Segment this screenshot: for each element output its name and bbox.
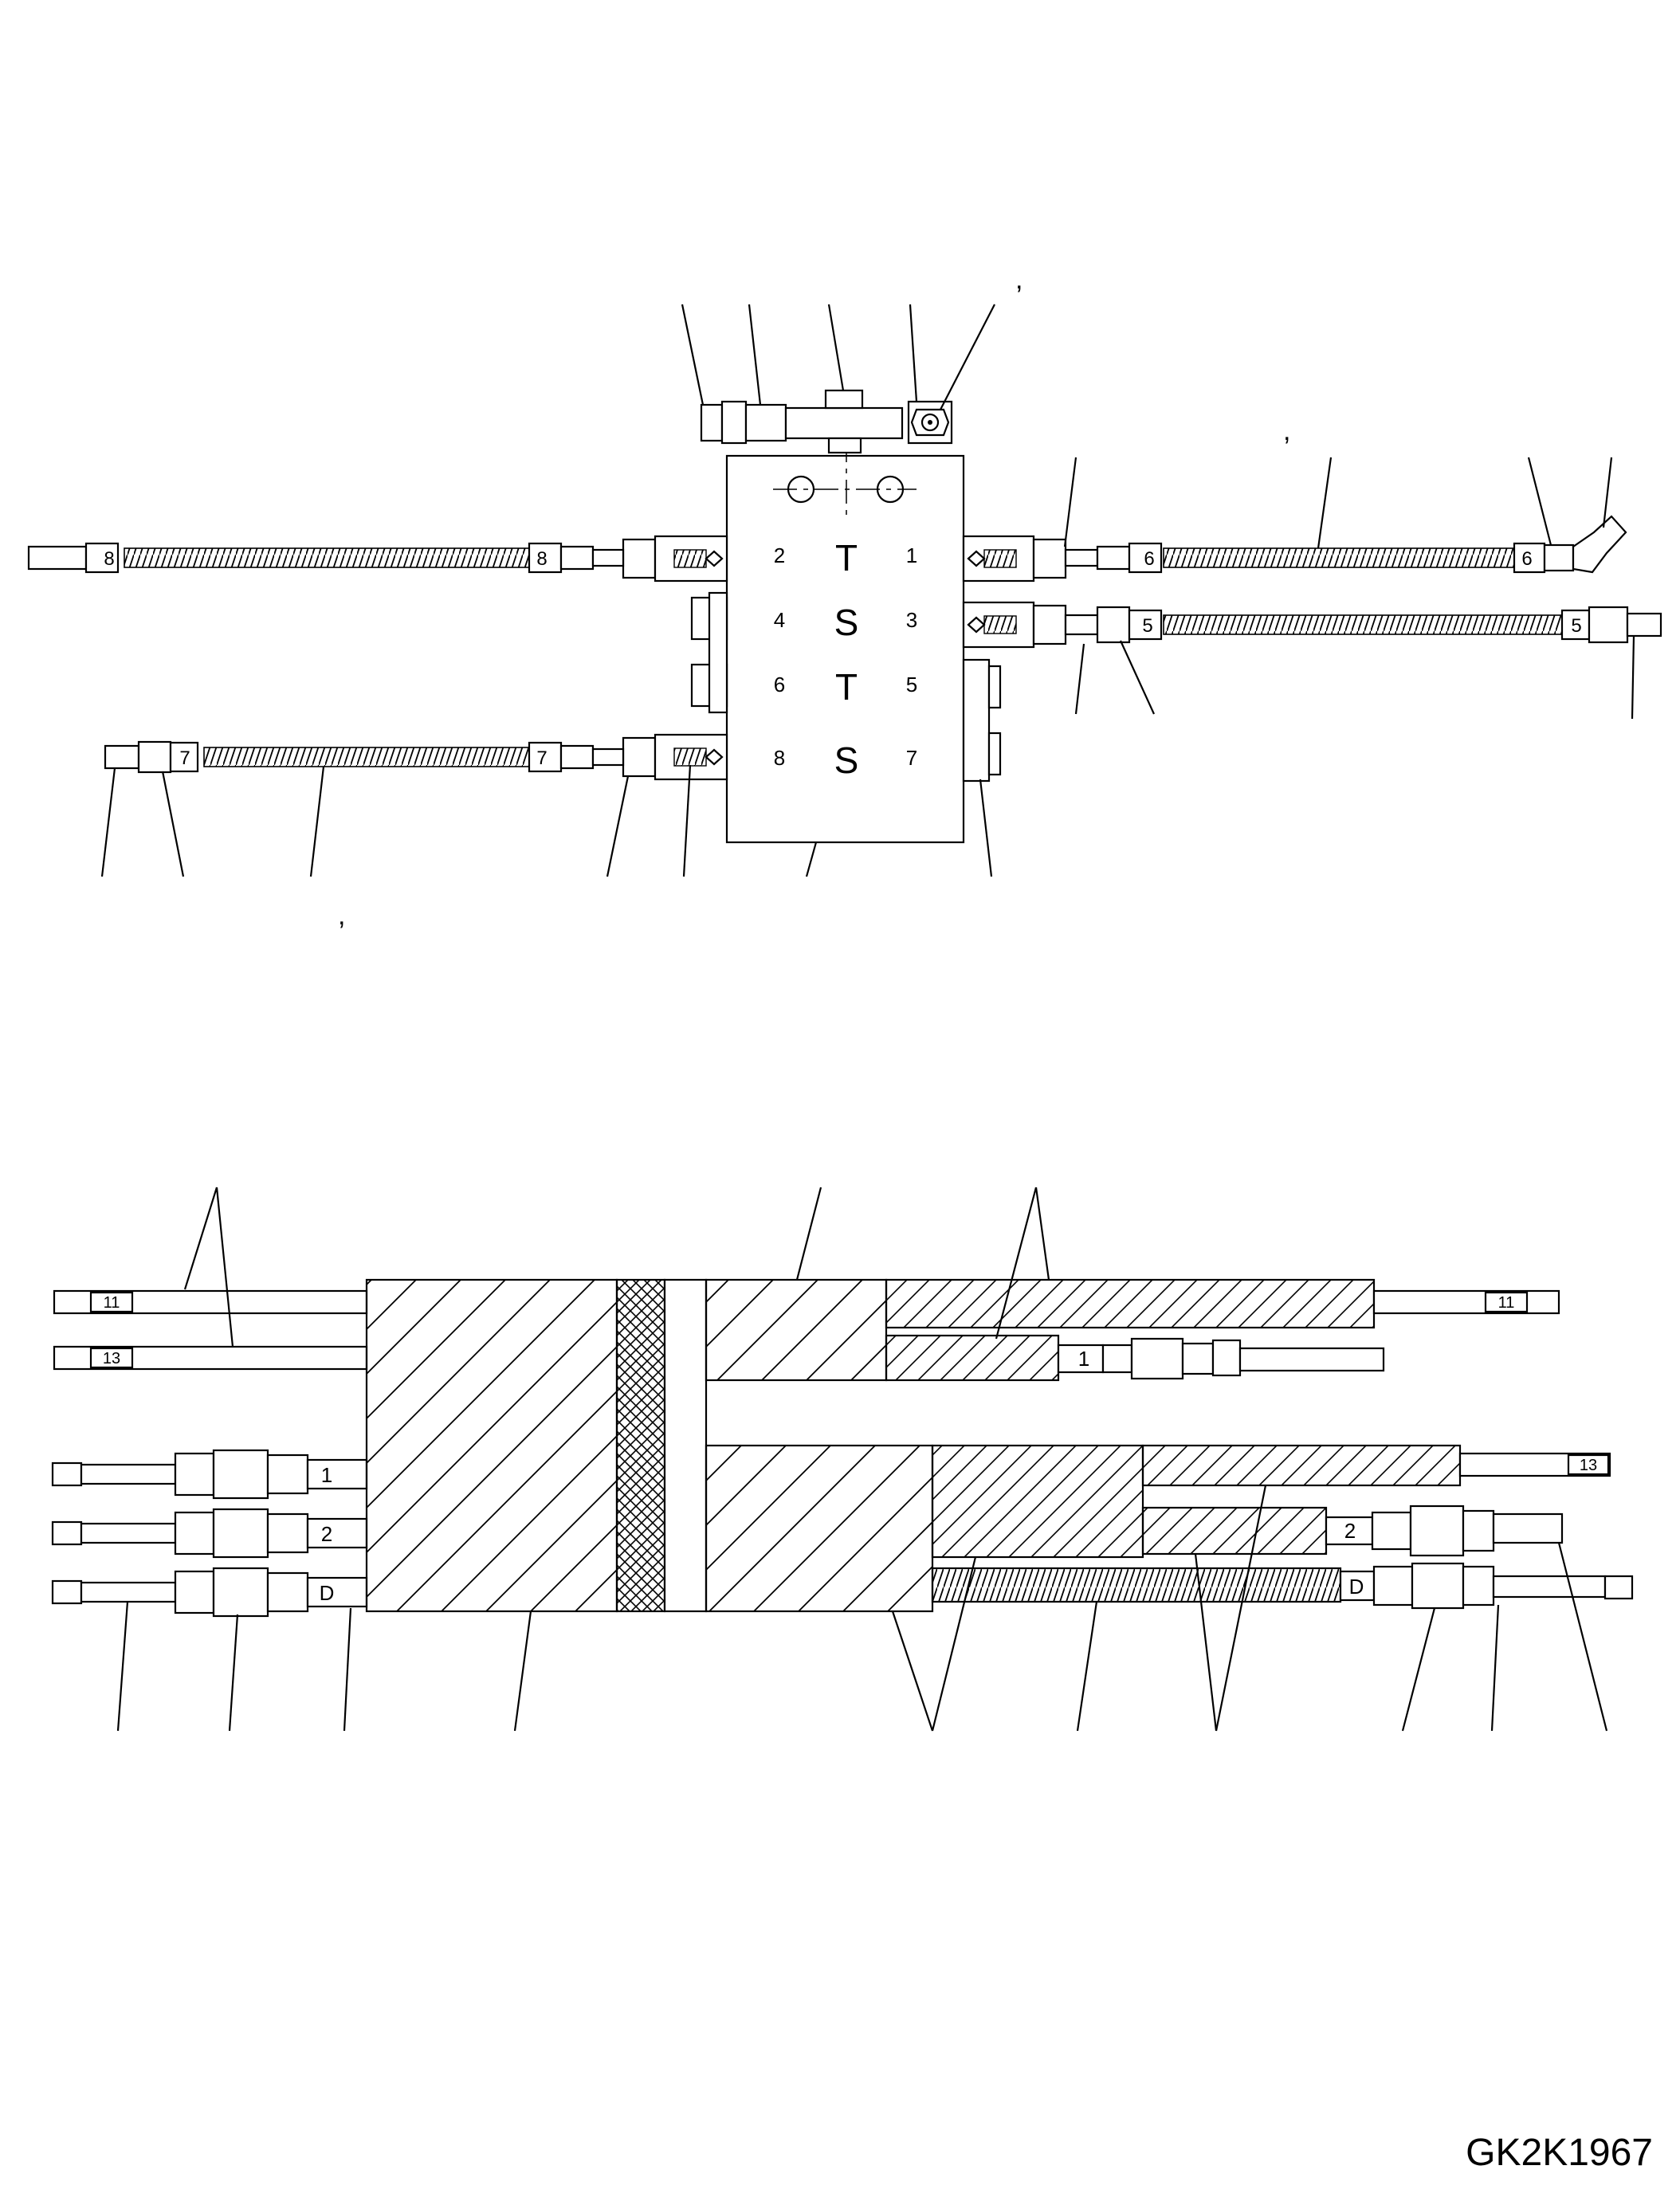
svg-text:8: 8 xyxy=(104,548,114,570)
port-label: 3 xyxy=(906,608,917,632)
port-function: S xyxy=(834,740,859,781)
svg-text:2: 2 xyxy=(321,1522,332,1546)
bottom-view: 11 13 1 2 xyxy=(51,1187,1634,1732)
top-view-leader-lines xyxy=(100,304,1635,877)
upper-block-hatched xyxy=(705,1278,888,1382)
svg-text:D: D xyxy=(1349,1575,1364,1599)
mounting-hole-right xyxy=(876,475,905,504)
svg-text:1: 1 xyxy=(1078,1347,1089,1371)
bottom-view-leader-lines xyxy=(116,1187,1608,1732)
prime-mark: , xyxy=(1283,416,1290,446)
svg-text:11: 11 xyxy=(104,1294,120,1312)
port-plug-right-5 xyxy=(962,658,991,783)
lower-block-hatched xyxy=(705,1444,934,1613)
port-function: T xyxy=(835,537,858,579)
port-label: 6 xyxy=(774,673,785,696)
svg-text:8: 8 xyxy=(536,548,547,570)
port-function: S xyxy=(834,602,859,643)
port-label: 4 xyxy=(774,608,785,632)
check-valve-right-middle xyxy=(962,601,1067,649)
svg-text:D: D xyxy=(320,1581,335,1605)
svg-text:6: 6 xyxy=(1521,548,1532,570)
port-function: T xyxy=(835,666,858,708)
svg-text:5: 5 xyxy=(1571,615,1581,637)
hose-right-upper: 6 6 xyxy=(1064,515,1627,574)
svg-text:7: 7 xyxy=(179,747,190,769)
port-label: 8 xyxy=(774,746,785,770)
pipe-right-11: 11 xyxy=(1372,1289,1560,1315)
svg-text:2: 2 xyxy=(1344,1519,1356,1543)
hose-left-lower: 7 7 xyxy=(104,740,625,774)
svg-text:1: 1 xyxy=(321,1463,332,1487)
upper-tube-hatched xyxy=(885,1278,1376,1329)
check-valve-left-lower xyxy=(622,733,728,781)
check-valve-left-upper xyxy=(622,535,728,583)
prime-mark: , xyxy=(1015,265,1023,295)
svg-text:7: 7 xyxy=(536,747,547,769)
port-row-4: 8 S 7 xyxy=(774,740,917,781)
fitting-right-2: 2 xyxy=(1325,1505,1564,1557)
lower-tube-hatched-2 xyxy=(1141,1444,1462,1487)
mounting-hole-left xyxy=(787,475,815,504)
pipe-right-13: 13 xyxy=(1458,1452,1611,1477)
svg-text:11: 11 xyxy=(1498,1294,1515,1312)
fitting-left-D: D xyxy=(51,1567,368,1618)
port-label: 7 xyxy=(906,746,917,770)
lower-tube-hatched-1 xyxy=(931,1444,1144,1559)
port-label: 2 xyxy=(774,543,785,567)
fitting-left-1: 1 xyxy=(51,1449,368,1500)
fitting-right-D: D xyxy=(1339,1562,1634,1610)
top-view: 2 T 1 4 S 3 6 T 5 8 S 7 xyxy=(27,265,1662,931)
valve-block xyxy=(725,454,965,844)
port-row-3: 6 T 5 xyxy=(774,666,917,708)
upper-inner-tube-hatched xyxy=(885,1334,1060,1382)
port-row-2: 4 S 3 xyxy=(774,602,917,643)
svg-text:13: 13 xyxy=(103,1350,120,1367)
port-label: 1 xyxy=(906,543,917,567)
prime-mark: , xyxy=(338,900,345,931)
pipe-left-13: 13 xyxy=(53,1345,368,1371)
svg-text:13: 13 xyxy=(1580,1457,1597,1474)
drawing-id-label: GK2K1967 xyxy=(1466,2132,1653,2174)
seal-crosshatched xyxy=(615,1278,666,1613)
fitting-left-2: 2 xyxy=(51,1508,368,1559)
pipe-left-11: 11 xyxy=(53,1289,368,1315)
check-valve-right-upper xyxy=(962,535,1067,583)
hose-right-lower: 5 5 xyxy=(1064,606,1662,644)
main-block-hatched xyxy=(365,1278,618,1613)
lower-tube-hatched-3 xyxy=(1141,1506,1328,1556)
hose-left-upper: 8 8 xyxy=(27,542,625,574)
svg-text:6: 6 xyxy=(1144,548,1154,570)
divider-plate xyxy=(663,1278,708,1613)
top-fitting-assembly xyxy=(700,389,953,454)
fitting-right-1: 1 xyxy=(1057,1337,1385,1380)
hose-spring-bottom xyxy=(931,1567,1342,1603)
port-label: 5 xyxy=(906,673,917,696)
svg-text:5: 5 xyxy=(1142,615,1152,637)
port-row-1: 2 T 1 xyxy=(774,537,917,579)
